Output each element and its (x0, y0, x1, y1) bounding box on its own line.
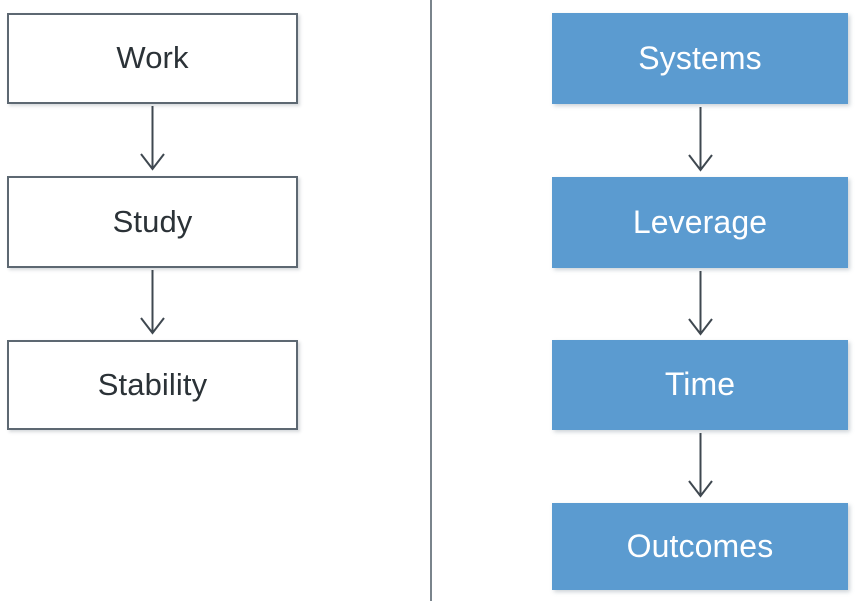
node-label: Study (112, 203, 193, 239)
down-arrow-icon (683, 107, 718, 175)
node-label: Stability (97, 366, 208, 402)
vertical-divider (430, 0, 432, 601)
down-arrow-icon (683, 271, 718, 339)
down-arrow-icon (683, 433, 718, 501)
node-work[interactable]: Work (7, 13, 298, 104)
node-label: Systems (638, 39, 762, 76)
node-label: Time (664, 366, 736, 403)
node-systems[interactable]: Systems (552, 13, 848, 104)
node-stability[interactable]: Stability (7, 340, 298, 430)
node-leverage[interactable]: Leverage (552, 177, 848, 268)
node-study[interactable]: Study (7, 176, 298, 268)
node-outcomes[interactable]: Outcomes (552, 503, 848, 590)
node-label: Leverage (632, 203, 768, 240)
node-time[interactable]: Time (552, 340, 848, 430)
node-label: Work (116, 40, 189, 76)
node-label: Outcomes (626, 527, 774, 564)
down-arrow-icon (135, 106, 170, 174)
down-arrow-icon (135, 270, 170, 338)
